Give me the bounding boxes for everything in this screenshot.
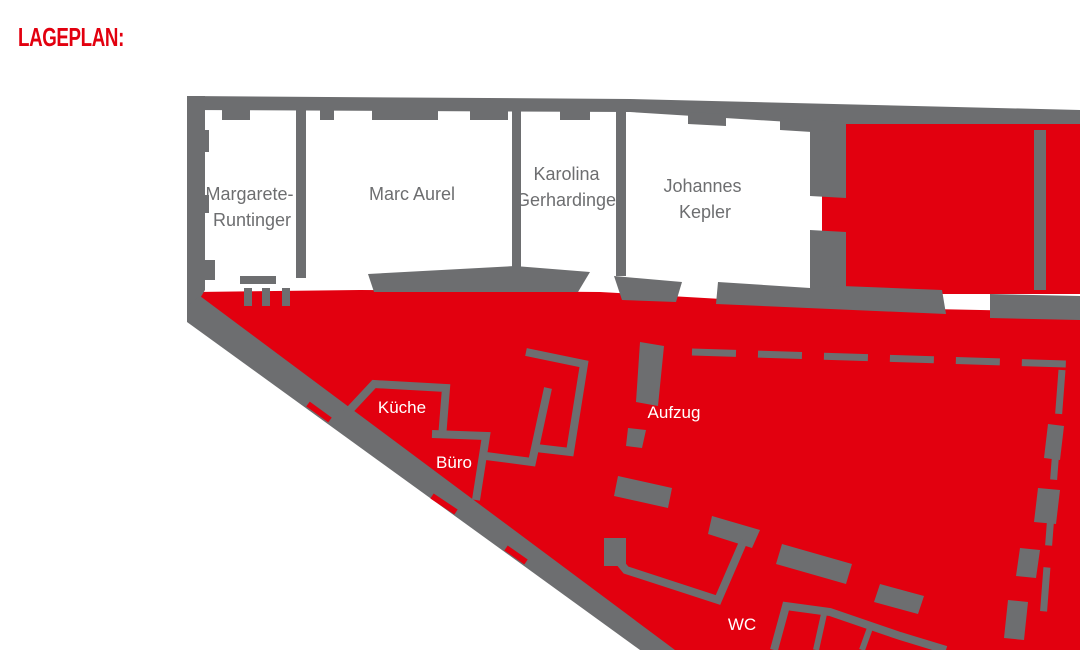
room-label-margarete-runtinger: Margarete- Runtinger <box>205 184 298 230</box>
wall-niche <box>780 118 812 132</box>
wall-storage-right <box>525 348 589 457</box>
wall-room-bottom <box>244 288 252 306</box>
window-opening <box>306 401 332 423</box>
wall-room-bottom <box>614 276 682 302</box>
wall-elevator-column <box>708 516 760 548</box>
wall-niche <box>222 108 250 120</box>
wall-divider <box>512 108 521 270</box>
wall-elevator-column <box>636 342 664 406</box>
wall-elevator-column <box>776 544 852 584</box>
wall-room-bottom <box>368 266 590 292</box>
wall-storage <box>485 387 552 467</box>
wall-room-bottom <box>990 294 1080 320</box>
wall-divider-thick <box>810 120 846 198</box>
wall-divider <box>1034 130 1046 290</box>
wall-room-bottom <box>262 288 270 306</box>
room-label-johannes-kepler: Johannes Kepler <box>663 176 746 222</box>
wall-right-fragment <box>1016 548 1040 578</box>
wall-niche <box>688 112 726 126</box>
wall-dashed-partition <box>1038 369 1066 633</box>
wall-niche <box>560 108 590 120</box>
area-label-kitchen: Küche <box>378 398 426 417</box>
wall-right-fragment <box>1044 424 1064 460</box>
wall-elevator-column <box>614 476 672 508</box>
wall-office <box>431 430 491 501</box>
wall-room-bottom <box>240 276 276 284</box>
page-title: LAGEPLAN: <box>18 22 124 52</box>
wall-niche <box>320 108 334 120</box>
wall-room-bottom <box>716 282 946 314</box>
wall-niche <box>470 108 508 120</box>
wall-pilaster <box>193 260 215 280</box>
wall-room-bottom <box>282 288 290 306</box>
wall-kitchen <box>343 379 451 439</box>
wall-pilaster <box>193 130 209 152</box>
wall-divider <box>296 108 306 278</box>
wall-right-fragment <box>1034 488 1060 524</box>
wall-wc-stall <box>813 613 827 650</box>
wall-outer-diagonal <box>187 296 675 650</box>
wall-wc-block <box>604 538 626 566</box>
window-opening <box>430 493 458 515</box>
wall-wc-lower <box>770 601 948 650</box>
wall-outer-top <box>187 96 1080 124</box>
room-label-marc-aurel: Marc Aurel <box>369 184 455 204</box>
area-label-office: Büro <box>436 453 472 472</box>
wall-wc-stall <box>859 626 873 650</box>
red-area-main <box>196 290 1080 650</box>
wall-divider-thick <box>810 230 846 290</box>
wall-pilaster <box>193 195 209 213</box>
window-opening <box>504 545 528 565</box>
room-label-karolina-gerhardinger: Karolina Gerhardinger <box>516 164 622 210</box>
wall-right-fragment <box>1004 600 1028 640</box>
wall-niche <box>372 108 438 120</box>
area-label-wc: WC <box>728 615 756 634</box>
wall-elevator-column <box>626 428 646 448</box>
wall-elevator-column <box>874 584 924 614</box>
wall-divider <box>616 110 626 276</box>
area-label-elevator: Aufzug <box>648 403 701 422</box>
